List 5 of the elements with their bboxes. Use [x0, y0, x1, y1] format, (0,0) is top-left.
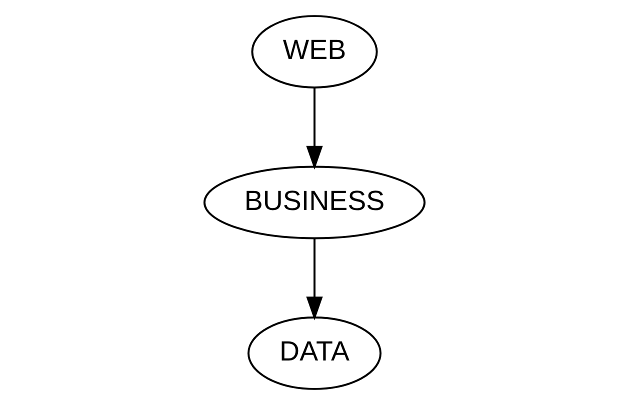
- node-ellipse: WEB: [251, 15, 378, 88]
- node-ellipse: DATA: [248, 316, 382, 390]
- arrow: [306, 88, 323, 170]
- node-ellipse: BUSINESS: [203, 166, 426, 240]
- arrow: [306, 238, 323, 320]
